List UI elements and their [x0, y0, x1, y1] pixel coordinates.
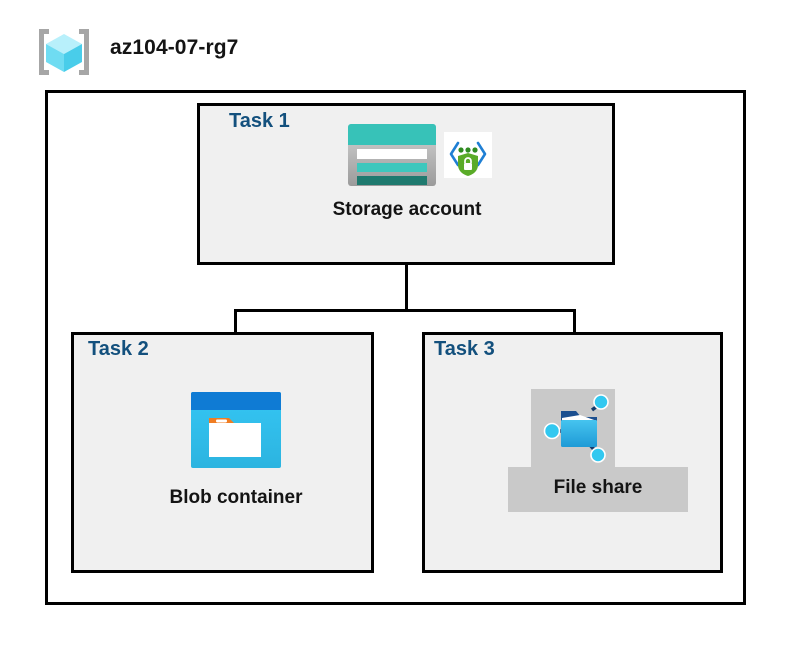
file-share-node	[540, 393, 614, 465]
task-1-label: Task 1	[229, 110, 290, 132]
blob-container-node	[191, 392, 281, 468]
resource-group-title: az104-07-rg7	[110, 36, 239, 59]
storage-account-icon	[348, 124, 436, 186]
file-share-label-highlight	[508, 467, 688, 512]
secure-endpoint-shield-icon	[444, 132, 492, 178]
storage-account-node	[348, 124, 498, 186]
resource-group-header: az104-07-rg7	[30, 24, 350, 80]
file-share-icon	[543, 394, 609, 463]
storage-account-caption: Storage account	[332, 199, 482, 220]
blob-container-icon	[191, 392, 281, 468]
resource-group-icon	[33, 26, 95, 78]
task-2-label: Task 2	[88, 338, 149, 360]
file-share-caption: File share	[553, 477, 643, 498]
blob-container-caption: Blob container	[169, 487, 303, 508]
task-3-label: Task 3	[434, 338, 495, 360]
connector-horizontal-bus	[234, 309, 576, 312]
